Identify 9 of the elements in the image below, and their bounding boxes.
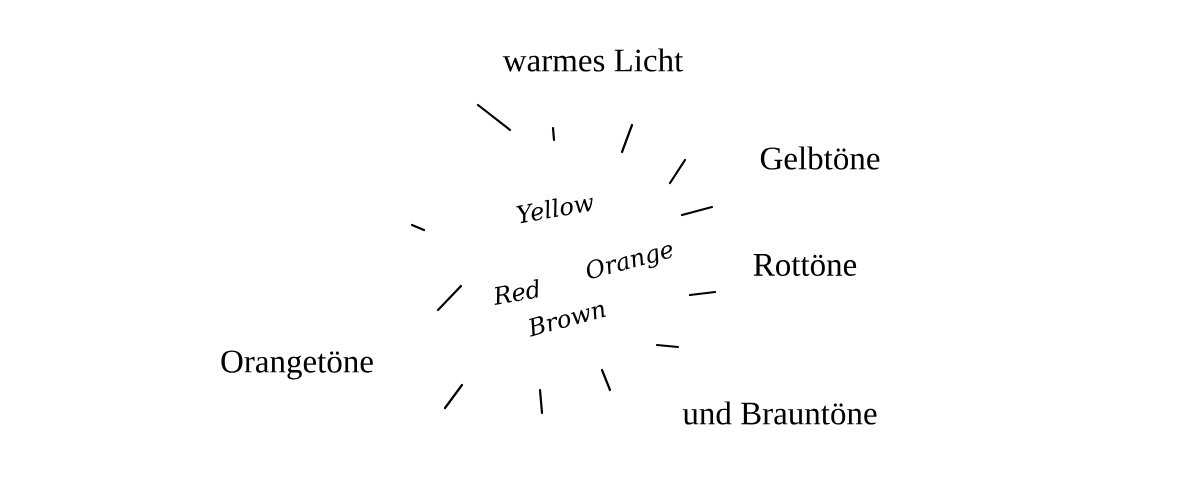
- label-text: und Brauntöne: [682, 401, 877, 425]
- handwritten-word: Yellow: [516, 197, 593, 224]
- label-text: Gelbtöne: [760, 146, 880, 170]
- label-text: Rottöne: [753, 254, 857, 276]
- handwritten-word: Red: [494, 278, 538, 305]
- label-text: warmes Licht: [502, 48, 684, 72]
- handwritten-word: Brown: [529, 304, 606, 337]
- handwritten-word: Orange: [586, 245, 672, 279]
- label-text: Orangetöne: [221, 350, 373, 380]
